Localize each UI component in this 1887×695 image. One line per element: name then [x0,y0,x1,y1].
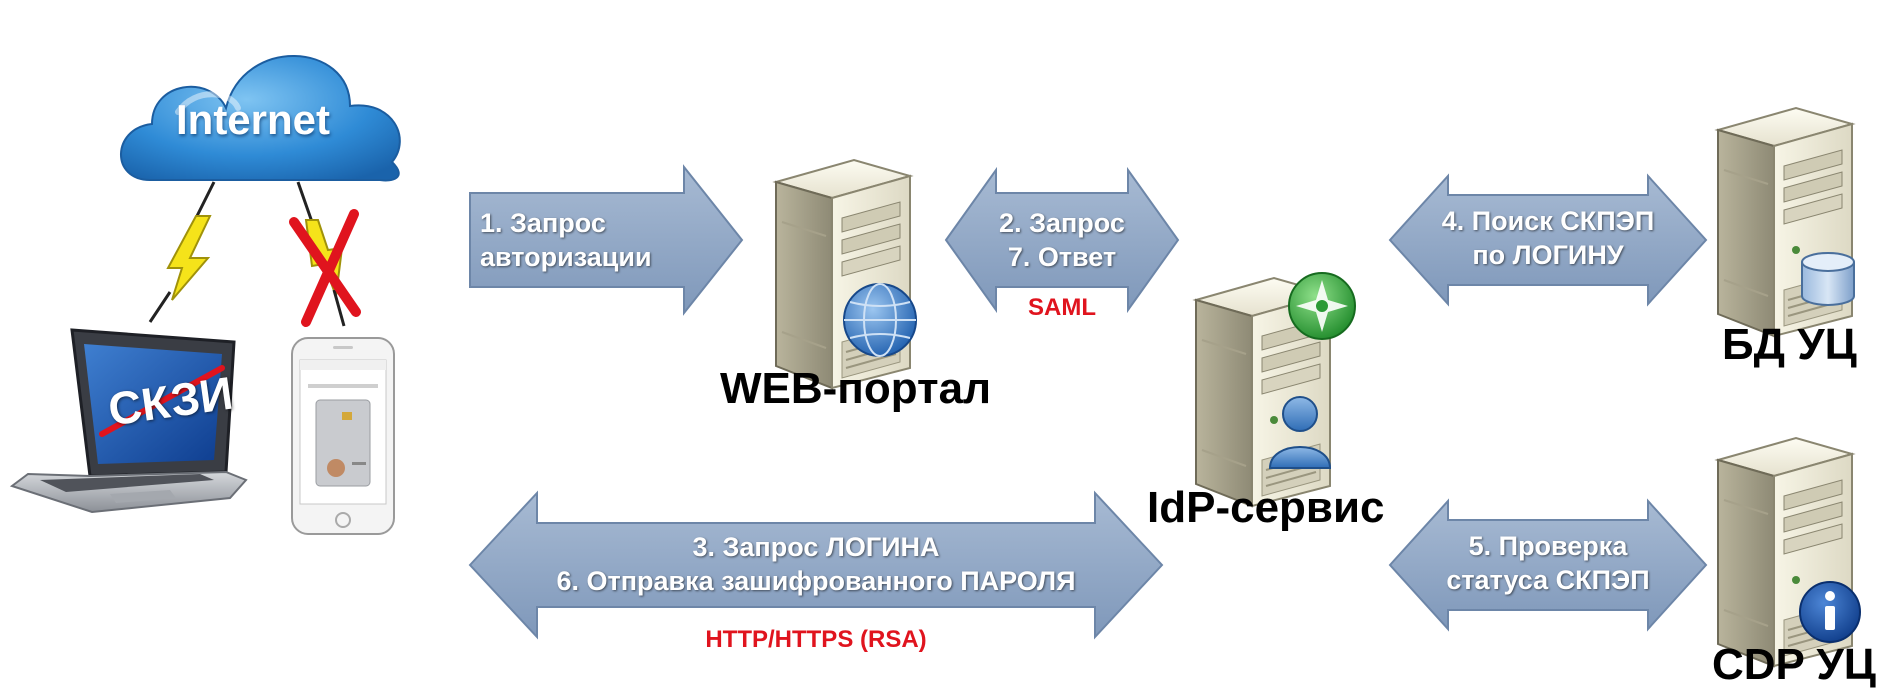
arrow-search-line-2: по ЛОГИНУ [1472,240,1624,270]
arrow-saml-line-2: 7. Ответ [1007,242,1117,272]
arrow-status [1388,498,1708,632]
cloud-label: Internet [176,96,331,143]
arrow-login [468,490,1164,640]
idp-service-label: IdP-сервис [1147,483,1385,532]
arrow-search-label: 4. Поиск СКПЭП по ЛОГИНУ [1430,204,1666,272]
cloud-icon [120,55,401,182]
cross-icon [289,209,361,327]
arrow-saml-label: 2. Запрос 7. Ответ [990,206,1134,274]
arrow-login-line-2: 6. Отправка зашифрованного ПАРОЛЯ [556,566,1076,596]
user-icon [1268,396,1332,469]
arrow-login-line-1: 3. Запрос ЛОГИНА [692,532,940,562]
globe-icon [843,283,917,357]
shield-icon [1288,272,1356,340]
connection-laptop [148,181,216,323]
cdp-label: CDP УЦ [1712,640,1876,689]
arrow-auth-request [469,164,744,316]
arrow-auth-request-label: 1. Запрос авторизации [480,206,652,274]
db-label: БД УЦ [1722,320,1857,369]
http-protocol-label: HTTP/HTTPS (RSA) [705,626,927,653]
arrow-status-line-2: статуса СКПЭП [1446,565,1650,595]
arrow-search-line-1: 4. Поиск СКПЭП [1441,206,1655,236]
arrow-auth-request-line-2: авторизации [480,242,652,272]
arrow-search [1388,173,1708,307]
phone-icon [291,337,395,535]
arrow-saml-line-1: 2. Запрос [999,208,1125,238]
web-portal-label: WEB-портал [720,364,992,413]
laptop-icon [9,328,248,514]
arrow-auth-request-line-1: 1. Запрос [480,208,606,238]
arrow-saml [944,166,1180,314]
arrow-login-label: 3. Запрос ЛОГИНА 6. Отправка зашифрованн… [500,530,1132,598]
info-icon [1799,581,1861,643]
arrow-status-line-1: 5. Проверка [1468,531,1628,561]
saml-protocol-label: SAML [1028,294,1096,321]
database-icon [1801,252,1855,306]
arrow-status-label: 5. Проверка статуса СКПЭП [1430,529,1666,597]
